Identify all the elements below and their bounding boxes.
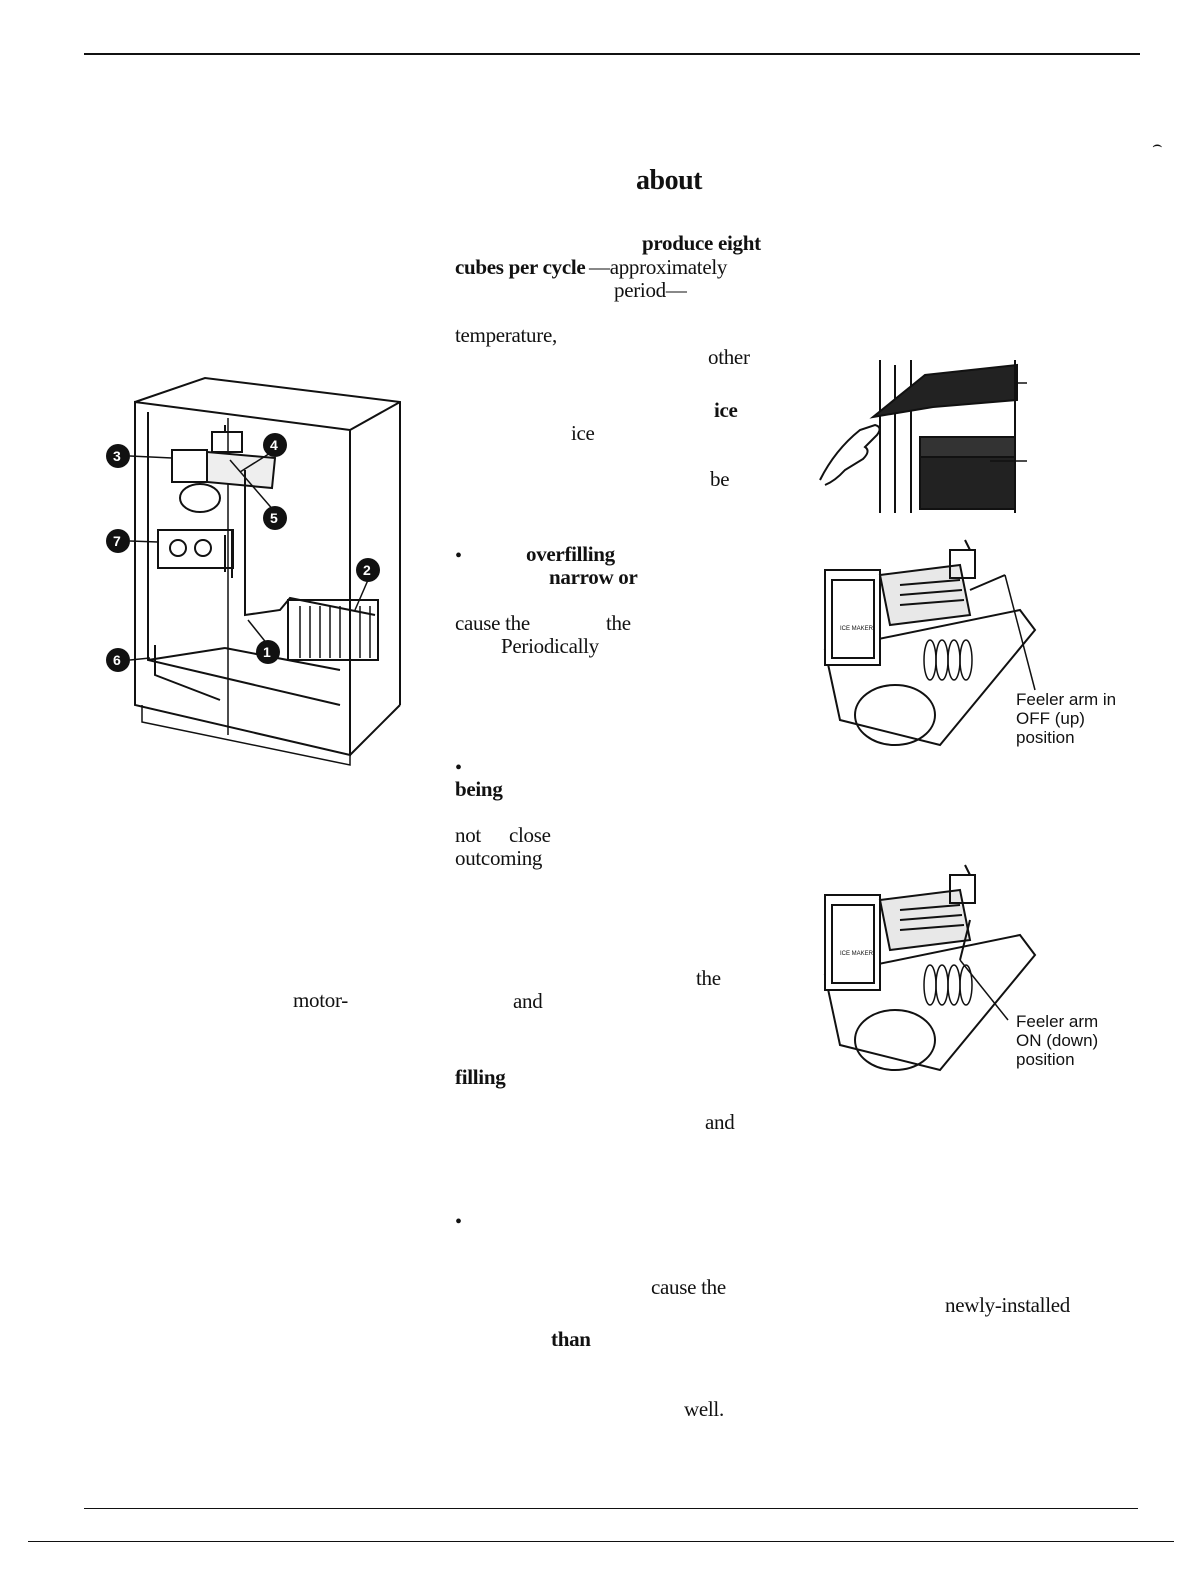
text-filling: filling	[455, 1065, 506, 1089]
text-well: well.	[684, 1397, 724, 1421]
section-heading: about	[636, 165, 702, 196]
ice-maker-off-illustration: ICE MAKER	[823, 539, 1037, 747]
text-being: being	[455, 777, 503, 801]
caption-on-line2: ON (down)	[1016, 1031, 1099, 1050]
callout-4: 4	[270, 437, 278, 453]
callout-7: 7	[113, 533, 121, 549]
text-the-1: the	[606, 611, 631, 635]
bottom-rule	[84, 1508, 1138, 1509]
text-ice-bold: ice	[714, 398, 738, 422]
bullet-3: •	[455, 1211, 463, 1233]
callout-3: 3	[113, 448, 121, 464]
callout-1: 1	[263, 644, 271, 660]
bullet-2: •	[455, 757, 463, 779]
callout-2: 2	[363, 562, 371, 578]
text-be: be	[710, 467, 730, 491]
text-the-2: the	[696, 966, 721, 990]
text-other: other	[708, 345, 750, 369]
callout-5: 5	[270, 510, 278, 526]
freezer-shelf-illustration	[819, 360, 1027, 513]
text-periodically: Periodically	[501, 634, 599, 658]
text-close: close	[509, 823, 551, 847]
text-overfilling: overfilling	[526, 542, 615, 566]
text-and-2: and	[705, 1110, 735, 1134]
text-cubes-per-cycle: cubes per cycle	[455, 255, 586, 279]
caption-off-line3: position	[1016, 728, 1075, 747]
text-and-1: and	[513, 989, 543, 1013]
text-than: than	[551, 1327, 591, 1351]
caption-off-line2: OFF (up)	[1016, 709, 1085, 728]
caption-feeler-on: Feeler arm ON (down) position	[1016, 1012, 1098, 1069]
ice-maker-on-illustration: ICE MAKER	[823, 864, 1037, 1072]
text-not: not	[455, 823, 481, 847]
text-approximately: —approximately	[589, 255, 728, 279]
text-narrow-or: narrow or	[549, 565, 638, 589]
footer-rule	[28, 1541, 1174, 1542]
text-produce-eight: produce eight	[642, 231, 761, 255]
corner-mark: ⌢	[1152, 137, 1163, 154]
caption-on-line1: Feeler arm	[1016, 1012, 1099, 1031]
ice-maker-label-off: ICE MAKER	[840, 626, 874, 632]
text-ice: ice	[571, 421, 595, 445]
caption-on-line3: position	[1016, 1050, 1075, 1069]
refrigerator-diagram: 1 2 3 4 5 6 7	[106, 376, 401, 766]
text-temperature: temperature,	[455, 323, 557, 347]
text-cause-the-2: cause the	[651, 1275, 726, 1299]
text-cause-the-1: cause the	[455, 611, 530, 635]
ice-maker-label-on: ICE MAKER	[840, 951, 874, 957]
text-motor: motor-	[293, 988, 348, 1012]
caption-off-line1: Feeler arm in	[1016, 690, 1117, 709]
text-newly-installed: newly-installed	[945, 1293, 1070, 1317]
bullet-1: •	[455, 545, 463, 567]
callout-6: 6	[113, 652, 121, 668]
top-rule	[84, 53, 1140, 55]
caption-feeler-off: Feeler arm in OFF (up) position	[1016, 690, 1116, 747]
text-period: period—	[614, 278, 687, 302]
text-outcoming: outcoming	[455, 846, 543, 870]
